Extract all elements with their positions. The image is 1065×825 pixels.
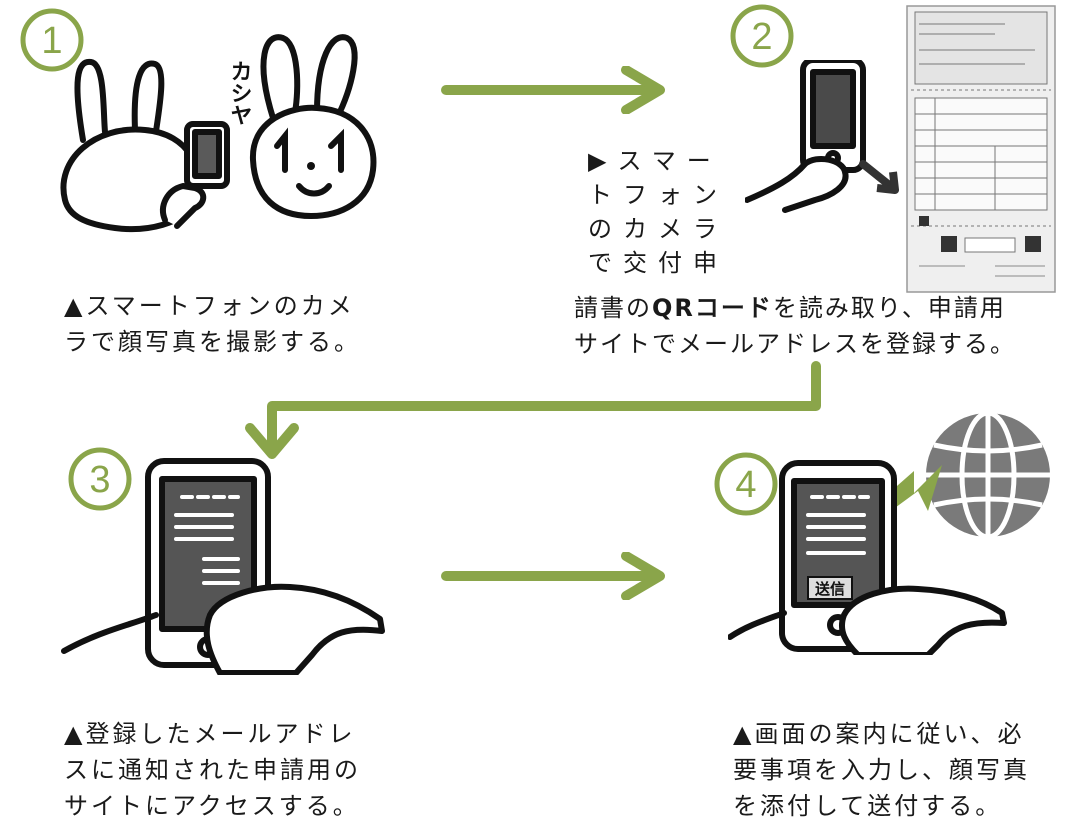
globe-icon — [926, 410, 1050, 540]
svg-text:4: 4 — [735, 464, 756, 506]
rabbits-photo-illustration: カシヤ — [55, 20, 385, 240]
caption-line: ▲スマートフォンのカメ — [64, 292, 355, 320]
step-1-caption: ▲スマートフォンのカメ ラで顔写真を撮影する。 — [64, 288, 361, 360]
caption-line: を添付して送付する。 — [733, 792, 1003, 820]
caption-line: ▲画面の案内に従い、必 — [733, 720, 1025, 748]
phone-send-illustration: 送信 — [728, 405, 1058, 655]
caption-line: のカメラ — [588, 215, 728, 243]
caption-line: トフォン — [588, 181, 728, 209]
application-form-image — [905, 4, 1057, 294]
step-number-1: 1 — [18, 6, 86, 74]
send-button-label: 送信 — [814, 580, 845, 598]
step-number-3: 3 — [66, 445, 134, 513]
arrow-right-icon — [440, 66, 670, 114]
shutter-sound-text: カシヤ — [227, 60, 252, 126]
step-2-caption: 請書のQRコードを読み取り、申請用 サイトでメールアドレスを登録する。 — [574, 290, 1016, 362]
step-number-2: 2 — [728, 2, 796, 70]
caption-line: サイトにアクセスする。 — [64, 792, 360, 820]
svg-text:2: 2 — [751, 16, 772, 58]
caption-line: 要事項を入力し、顔写真 — [733, 756, 1030, 784]
step-3-caption: ▲登録したメールアドレ スに通知された申請用の サイトにアクセスする。 — [64, 716, 361, 824]
phone-scan-illustration — [745, 60, 905, 230]
caption-line: ▲登録したメールアドレ — [64, 720, 356, 748]
svg-text:3: 3 — [89, 459, 110, 501]
caption-line: で交付申 — [588, 249, 728, 277]
arrow-right-icon — [440, 552, 670, 600]
arrow-down-left-icon — [238, 360, 838, 470]
step-2-caption-column: ▶スマー トフォン のカメラ で交付申 — [588, 144, 728, 280]
caption-line: サイトでメールアドレスを登録する。 — [574, 330, 1016, 358]
svg-text:1: 1 — [41, 20, 62, 62]
step-number-4: 4 — [712, 450, 780, 518]
caption-line: ▶スマー — [588, 147, 722, 175]
phone-access-illustration — [60, 455, 390, 675]
caption-line: ラで顔写真を撮影する。 — [64, 328, 361, 356]
qr-code-text: QRコード — [652, 294, 773, 322]
caption-line: スに通知された申請用の — [64, 756, 361, 784]
step-4-caption: ▲画面の案内に従い、必 要事項を入力し、顔写真 を添付して送付する。 — [733, 716, 1030, 824]
caption-line: 請書のQRコードを読み取り、申請用 — [574, 294, 1006, 322]
